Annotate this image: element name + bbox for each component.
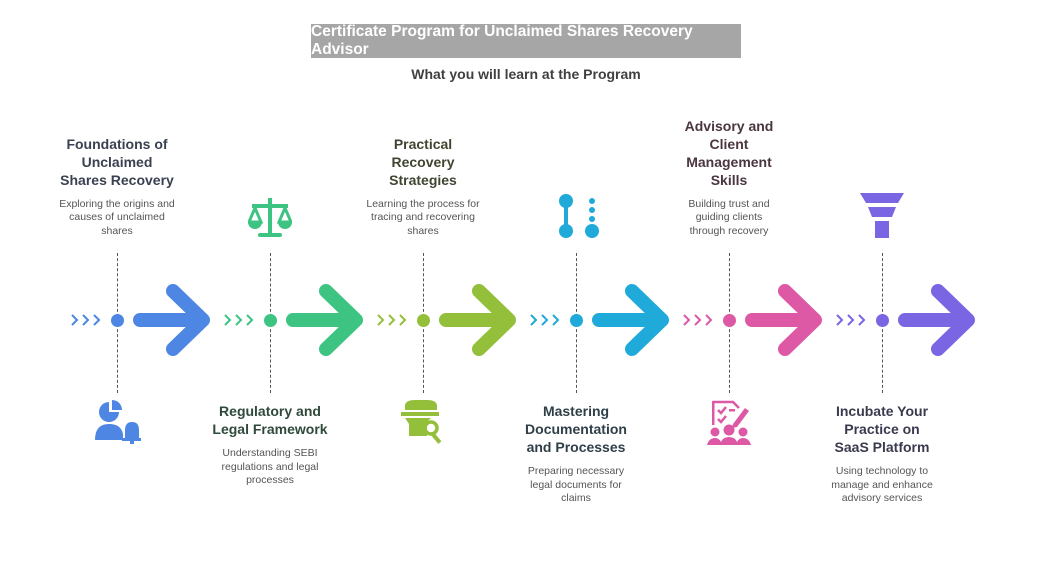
arrow-right-icon [898, 284, 976, 361]
step-title: Mastering Documentation and Processes [525, 403, 627, 455]
step-title: Advisory and Client Management Skills [684, 117, 774, 188]
timeline-node [417, 314, 430, 327]
step-description: Exploring the origins and causes of uncl… [59, 197, 175, 237]
timeline-node [723, 314, 736, 327]
chevrons-icon [683, 313, 717, 332]
process-nodes-icon [558, 193, 602, 244]
arrow-right-icon [439, 284, 517, 361]
team-checklist-icon [707, 400, 753, 451]
timeline-node [876, 314, 889, 327]
arrow-right-icon [286, 284, 364, 361]
arrow-right-icon [745, 284, 823, 361]
arrow-right-icon [592, 284, 670, 361]
program-subtitle: What you will learn at the Program [411, 66, 641, 82]
step-description: Preparing necessary legal documents for … [527, 465, 625, 504]
chevrons-icon [836, 313, 870, 332]
funnel-icon [860, 193, 904, 244]
chevrons-icon [377, 313, 411, 332]
step-description: Learning the process for tracing and rec… [366, 197, 480, 237]
search-document-icon [401, 400, 447, 449]
program-title-banner: Certificate Program for Unclaimed Shares… [311, 23, 741, 58]
chevrons-icon [530, 313, 564, 332]
chevrons-icon [224, 313, 258, 332]
step-title: Foundations of Unclaimed Shares Recovery [60, 135, 174, 188]
step-description: Understanding SEBI regulations and legal… [221, 447, 319, 486]
step-text-block: Foundations of Unclaimed Shares Recovery… [57, 135, 177, 239]
step-title: Regulatory and Legal Framework [212, 403, 328, 437]
chevrons-icon [71, 313, 105, 332]
scales-icon [246, 196, 294, 243]
step-description: Building trust and guiding clients throu… [688, 197, 770, 237]
arrow-right-icon [133, 284, 211, 361]
step-title: Practical Recovery Strategies [389, 135, 457, 188]
timeline-node [111, 314, 124, 327]
step-title: Incubate Your Practice on SaaS Platform [834, 403, 930, 455]
timeline-node [570, 314, 583, 327]
step-description: Using technology to manage and enhance a… [831, 465, 933, 504]
user-chart-bell-icon [95, 400, 142, 449]
program-title: Certificate Program for Unclaimed Shares… [311, 23, 693, 58]
timeline-node [264, 314, 277, 327]
